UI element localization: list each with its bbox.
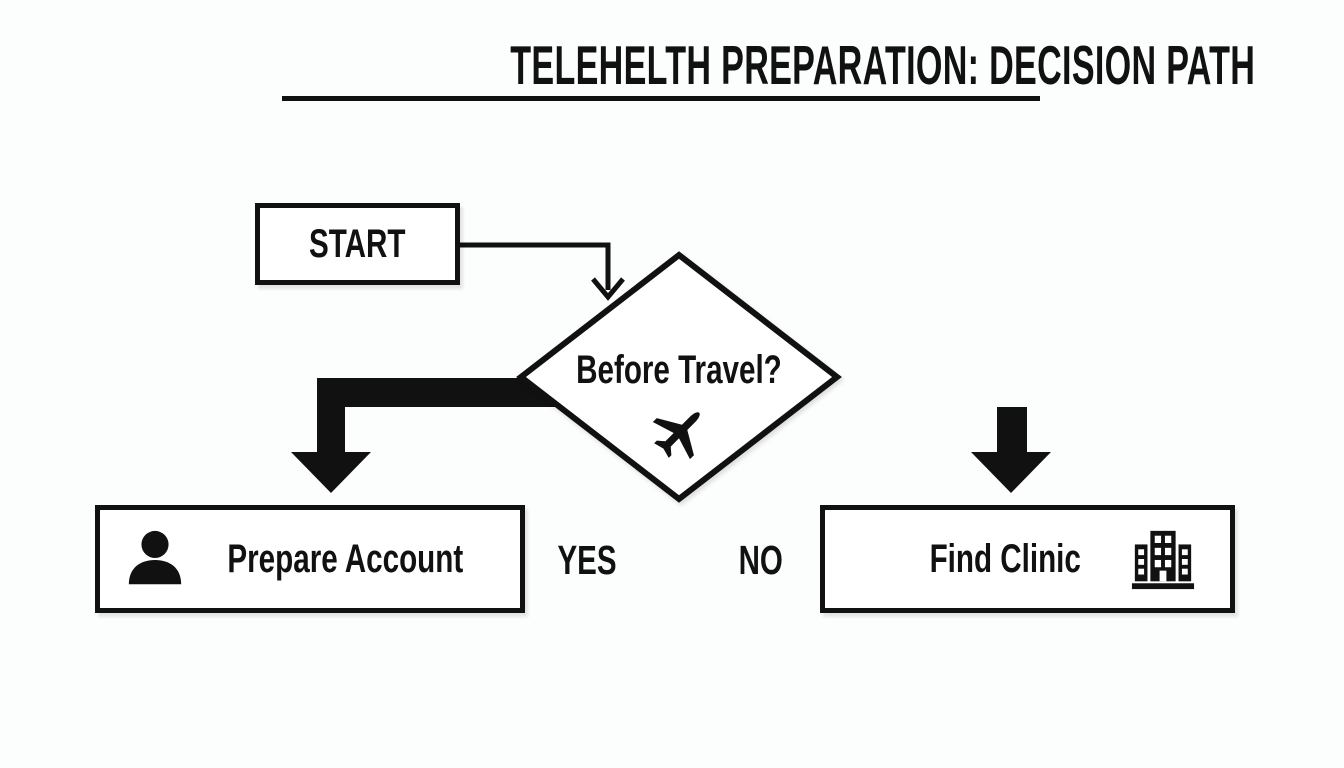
find-clinic-label-wrap: Find Clinic [825, 537, 1130, 582]
start-to-decision-connector [460, 242, 611, 290]
yes-branch-label-wrap: YES [546, 540, 626, 581]
prepare-account-label-wrap: Prepare Account [186, 537, 531, 582]
no-branch-label: NO [738, 537, 784, 583]
page-title-text: TELEHELTH PREPARATION: DECISION PATH [510, 34, 1256, 96]
prepare-account-label: Prepare Account [227, 536, 464, 581]
decision-diamond [516, 251, 842, 503]
start-node-label: START [309, 221, 406, 266]
title-underline [282, 96, 1040, 101]
decision-node-label: Before Travel? [576, 348, 782, 392]
connector-arrowhead [591, 277, 625, 301]
person-icon [124, 528, 186, 590]
no-branch-label-wrap: NO [721, 540, 801, 581]
page-title: TELEHELTH PREPARATION: DECISION PATH [282, 36, 1255, 94]
prepare-account-node: Prepare Account [95, 505, 525, 613]
decision-node: Before Travel? [509, 350, 849, 390]
find-clinic-node: Find Clinic [820, 505, 1235, 613]
find-clinic-label: Find Clinic [929, 536, 1082, 581]
building-icon [1130, 526, 1196, 592]
yes-arrow [291, 378, 585, 493]
start-node: START [255, 203, 460, 285]
airplane-icon [650, 402, 710, 462]
yes-branch-label: YES [557, 537, 617, 583]
